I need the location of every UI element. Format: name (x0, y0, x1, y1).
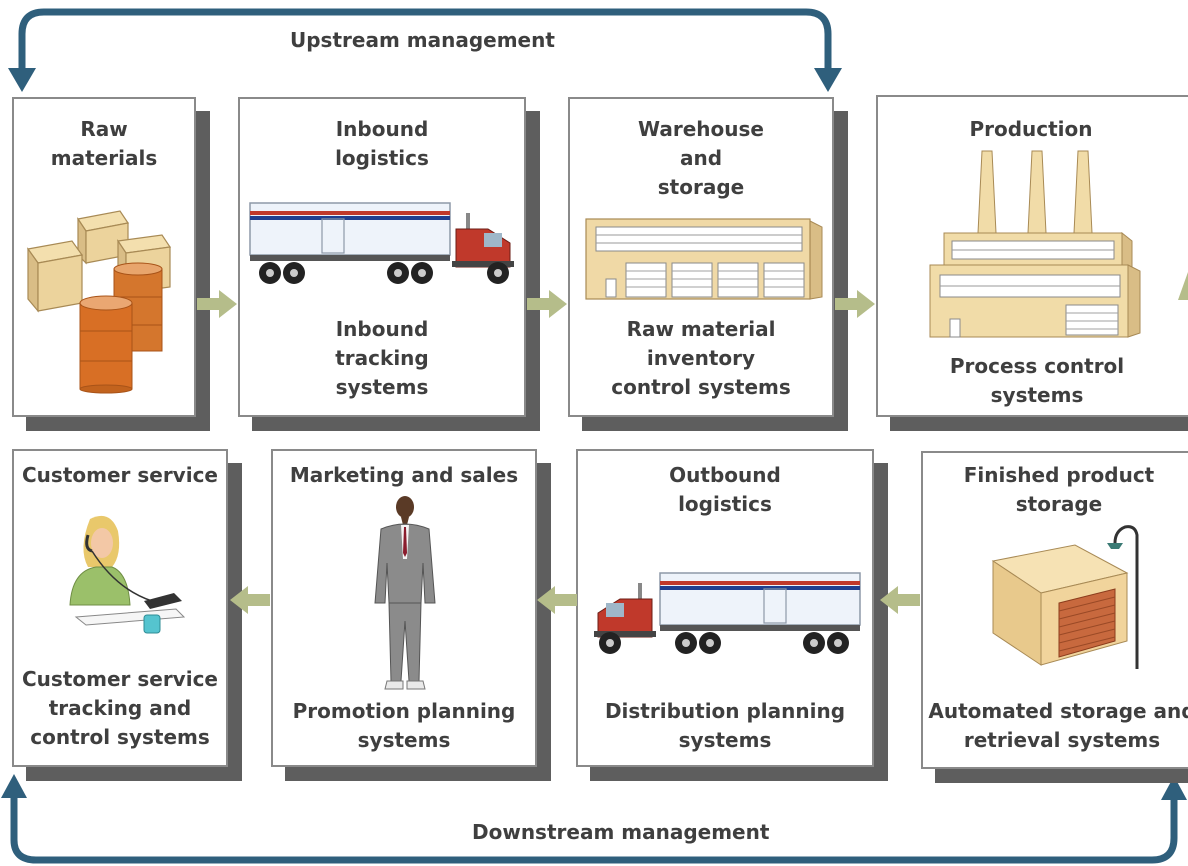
stage-system: Promotion planning systems (292, 699, 516, 752)
stage-system: Customer service tracking and control sy… (22, 667, 218, 749)
stage-production: Production Process control systems (876, 95, 1188, 417)
step-arrow-left (230, 586, 270, 614)
downstream-label: Downstream management (472, 820, 770, 844)
phone-operator-icon (69, 515, 186, 634)
downstream-arrowhead-left (1, 774, 27, 798)
upstream-arrowhead-left (8, 68, 36, 92)
step-arrow-right (527, 290, 567, 318)
step-arrow-left (537, 586, 577, 614)
stage-title: Marketing and sales (289, 463, 519, 487)
crates-and-barrels-icon (26, 210, 172, 394)
stage-title: Outbound logistics (669, 463, 781, 516)
step-arrow-down-partial (1178, 272, 1188, 300)
storage-building-icon (991, 525, 1139, 669)
truck-icon (594, 572, 861, 654)
step-arrow-right (197, 290, 237, 318)
stage-inbound-logistics: Inbound logistics Inbound tracking syste… (238, 97, 526, 417)
stage-finished-product-storage: Finished product storage Automated stora… (921, 451, 1188, 769)
upstream-arrow (18, 8, 832, 86)
stage-system: Inbound tracking systems (335, 317, 429, 399)
stage-title: Customer service (22, 463, 218, 487)
stage-title: Raw materials (50, 117, 158, 170)
truck-icon (249, 202, 514, 284)
stage-title: Warehouse and storage (638, 117, 764, 199)
salesperson-icon (374, 496, 436, 690)
step-arrow-right (835, 290, 875, 318)
upstream-label: Upstream management (290, 28, 555, 52)
stage-system: Distribution planning systems (604, 699, 846, 752)
stage-system: Process control systems (949, 354, 1125, 407)
factory-icon (929, 150, 1141, 338)
upstream-arrowhead-right (814, 68, 842, 92)
stage-title: Production (969, 117, 1093, 141)
downstream-arrow (10, 790, 1178, 864)
stage-system: Automated storage and retrieval systems (928, 699, 1188, 752)
warehouse-icon (585, 218, 823, 300)
downstream-arrowhead-right (1161, 776, 1187, 800)
stage-title: Finished product storage (963, 463, 1155, 516)
stage-outbound-logistics: Outbound logistics Distribution planning… (576, 449, 874, 767)
stage-system: Raw material inventory control systems (611, 317, 791, 399)
stage-warehouse-storage: Warehouse and storage Raw material inven… (568, 97, 834, 417)
step-arrow-left (880, 586, 920, 614)
stage-customer-service: Customer service Customer service tracki… (12, 449, 228, 767)
stage-title: Inbound logistics (335, 117, 429, 170)
stage-raw-materials: Raw materials (12, 97, 196, 417)
stage-marketing-sales: Marketing and sales Promotion planning s… (271, 449, 537, 767)
